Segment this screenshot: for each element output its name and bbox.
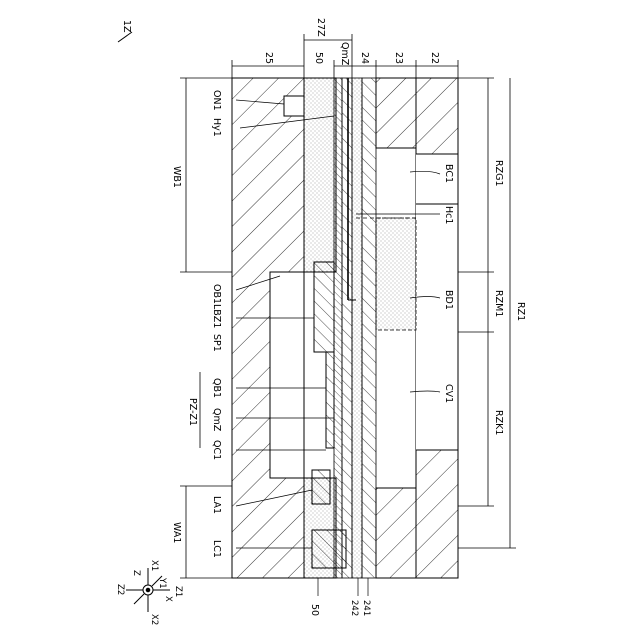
axis-x-label: X	[163, 596, 173, 602]
layer-22	[416, 78, 458, 578]
qc1-label: QC1	[211, 440, 222, 460]
axis-z1-label: Z1	[173, 586, 183, 597]
bump-lbz1	[314, 262, 334, 352]
figure-id-label: 1Z	[121, 20, 132, 33]
ob1-label: OB1	[211, 284, 222, 304]
dim-22-label: 22	[429, 52, 440, 64]
on1-label: ON1	[211, 90, 222, 111]
bump-qb1	[326, 352, 334, 448]
dim-24-label: 24	[359, 52, 370, 64]
rzm1-label: RZM1	[493, 290, 504, 317]
la1-label: LA1	[211, 496, 222, 514]
axis-y1-label: Y1	[157, 577, 167, 589]
rzg1-label: RZG1	[493, 160, 504, 187]
right-brackets	[458, 78, 516, 548]
axis-x1-label: X1	[149, 560, 159, 571]
qmz-label: QmZ	[211, 408, 222, 432]
bottom-50-label: 50	[309, 604, 320, 616]
left-brackets	[180, 78, 232, 578]
space-sp1	[270, 272, 304, 478]
bottom-242-label: 242	[349, 600, 359, 616]
layer-25	[232, 78, 304, 578]
cavity-bd1	[376, 218, 416, 330]
rz1-label: RZ1	[515, 302, 526, 321]
hy1-label: Hy1	[211, 118, 222, 137]
axis-z-label: Z	[131, 570, 141, 576]
rzk1-label: RZK1	[493, 410, 504, 435]
pz-z1-label: PZ-Z1	[187, 398, 198, 426]
axis-z2-label: Z2	[115, 584, 125, 595]
electrode-on1	[284, 96, 304, 116]
wa1-label: WA1	[171, 522, 182, 543]
dim-50-label: 50	[313, 52, 324, 64]
axis-x2-label: X2	[149, 614, 159, 625]
lc1-label: LC1	[211, 540, 222, 558]
dim-27z-label: 27Z	[315, 18, 326, 37]
bd1-label: BD1	[443, 290, 454, 310]
bottom-241-label: 241	[361, 600, 371, 616]
qb1-label: QB1	[211, 378, 222, 398]
sp1-label: SP1	[211, 334, 222, 352]
dim-qmz-label: QmZ	[339, 42, 350, 66]
bump-la1	[312, 470, 330, 504]
figure-arrow	[118, 32, 132, 42]
dim-23-label: 23	[393, 52, 404, 64]
hc1-label: Hc1	[443, 206, 454, 224]
lbz1-label: LBZ1	[211, 304, 222, 328]
wb1-label: WB1	[171, 166, 182, 188]
bc1-label: BC1	[443, 164, 454, 183]
dim-25-label: 25	[263, 52, 274, 64]
cv1-label: CV1	[443, 384, 454, 403]
layer-24	[352, 78, 376, 578]
